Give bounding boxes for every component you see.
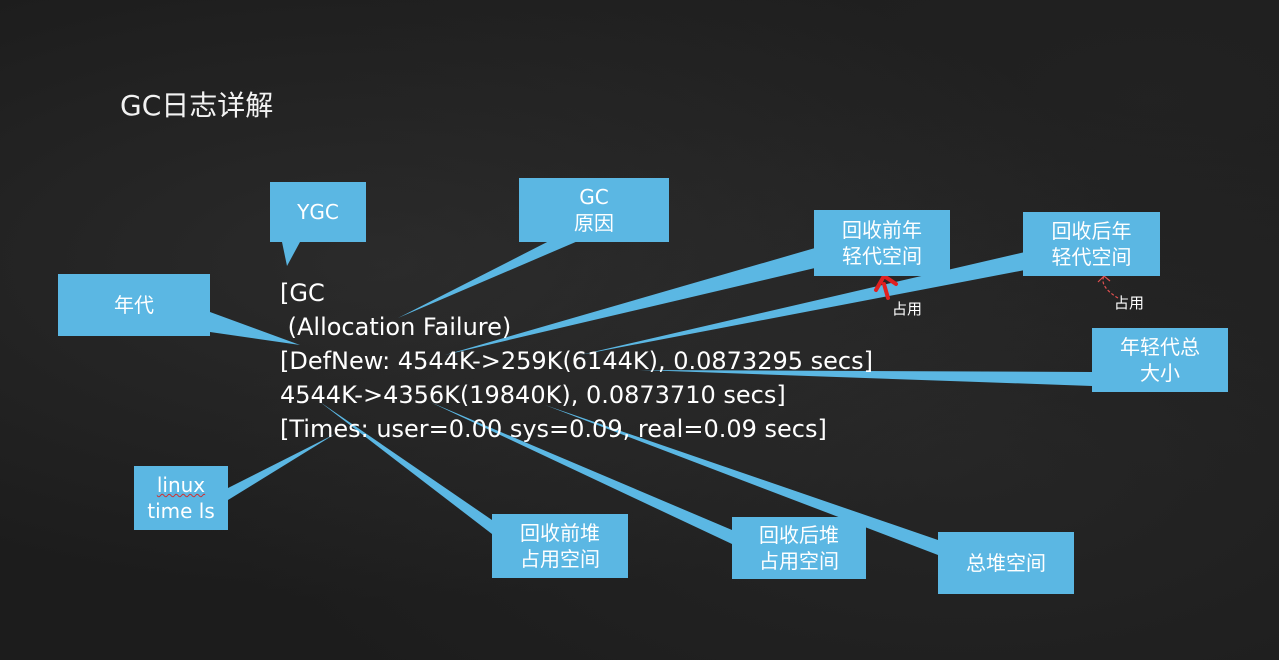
heap-before-callout: 回收前堆 占用空间 xyxy=(492,514,628,578)
page-title: GC日志详解 xyxy=(120,89,274,122)
occupied-note-2: 占用 xyxy=(1114,294,1145,312)
red-arrow-2 xyxy=(1102,275,1119,299)
young-before-label-line2: 轻代空间 xyxy=(842,244,922,268)
red-arrow-2-head xyxy=(1097,275,1111,283)
heap-after-label-line1: 回收后堆 xyxy=(759,523,839,547)
heap-after-callout-tail xyxy=(430,402,732,544)
young-after-label-line1: 回收后年 xyxy=(1051,219,1132,243)
heap-before-label-line2: 占用空间 xyxy=(520,547,600,571)
ygc-callout: YGC xyxy=(270,182,366,242)
heap-total-callout: 总堆空间 xyxy=(938,532,1074,594)
red-arrow-1 xyxy=(874,273,898,300)
young-total-label-line2: 大小 xyxy=(1140,361,1180,385)
heap-after-callout: 回收后堆 占用空间 xyxy=(732,517,866,579)
linux-label-line2: time ls xyxy=(147,499,215,523)
ygc-label: YGC xyxy=(297,200,339,224)
heap-before-label-line1: 回收前堆 xyxy=(520,521,600,545)
young-after-callout-tail xyxy=(580,252,1025,355)
heap-before-callout-tail xyxy=(320,402,492,534)
linux-callout-tail xyxy=(228,434,335,500)
occupied-note-1: 占用 xyxy=(892,300,923,318)
young-before-callout-tail xyxy=(445,248,815,355)
gc-cause-callout: GC 原因 xyxy=(519,178,669,242)
gc-log-line-1: [GC xyxy=(280,279,325,307)
young-after-label-line2: 轻代空间 xyxy=(1051,245,1132,269)
linux-callout: linux time ls xyxy=(134,466,228,530)
gc-log-text: [GC (Allocation Failure) [DefNew: 4544K->… xyxy=(280,276,873,446)
linux-label-line1: linux xyxy=(156,473,206,497)
gc-cause-label-line2: 原因 xyxy=(574,211,614,235)
heap-total-label: 总堆空间 xyxy=(966,551,1046,575)
young-total-callout: 年轻代总 大小 xyxy=(1092,328,1228,392)
young-total-callout-tail xyxy=(640,370,1092,386)
young-total-label-line1: 年轻代总 xyxy=(1120,335,1200,359)
gc-log-line-4: 4544K->4356K(19840K), 0.0873710 secs] xyxy=(280,381,786,409)
young-after-callout: 回收后年 轻代空间 xyxy=(1023,212,1160,276)
gc-cause-label-line1: GC xyxy=(579,185,609,209)
gc-log-line-3: [DefNew: 4544K->259K(6144K), 0.0873295 s… xyxy=(280,347,873,375)
generation-label: 年代 xyxy=(114,293,154,317)
generation-callout: 年代 xyxy=(58,274,210,336)
young-before-label-line1: 回收前年 xyxy=(842,218,922,242)
young-before-callout: 回收前年 轻代空间 xyxy=(814,210,950,276)
ygc-callout-tail xyxy=(282,242,300,266)
gc-log-line-2: (Allocation Failure) xyxy=(280,313,512,341)
generation-callout-tail xyxy=(210,312,300,345)
heap-after-label-line2: 占用空间 xyxy=(759,549,839,573)
gc-log-line-5: [Times: user=0.00 sys=0.09, real=0.09 se… xyxy=(280,415,827,443)
gc-cause-callout-tail xyxy=(398,238,585,318)
